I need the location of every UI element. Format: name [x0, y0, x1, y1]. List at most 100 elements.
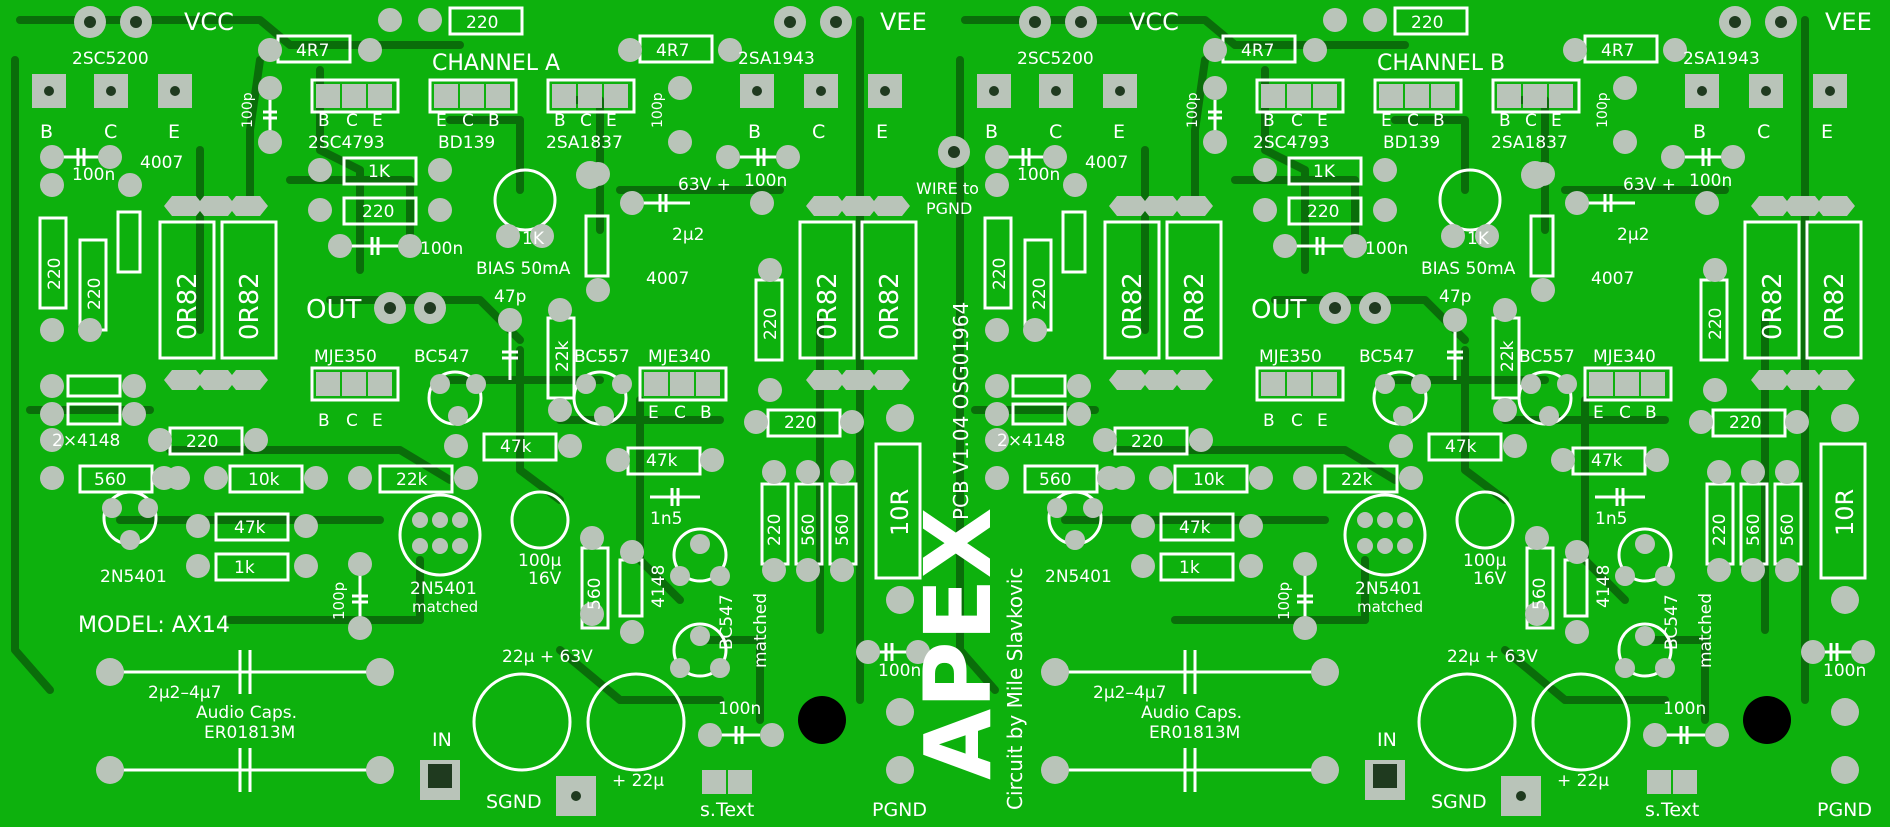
pin-e-drv: E — [1317, 111, 1328, 131]
label-matched-a: matched — [412, 598, 478, 616]
label-22u-a: 22μ + 63V — [1447, 647, 1538, 667]
channel-title: CHANNEL B — [1377, 51, 1505, 76]
label-4148: 4148 — [1594, 565, 1614, 608]
label-220-top-right: 220 — [784, 413, 816, 433]
label-bc547-a: BC547 — [1359, 347, 1415, 367]
pin-c-mje340: C — [1619, 403, 1631, 423]
label-2sc4793: 2SC4793 — [308, 133, 385, 153]
label-100p-b: 100p — [330, 582, 348, 620]
channel-b: VCC VEE CHANNEL B 2SC5200 2SA1943 220 4R… — [960, 6, 1875, 821]
label-0r82-b: 0R82 — [1180, 272, 1210, 340]
channel-a-labels: VCC VEE CHANNEL A 2SC5200 2SA1943 220 4R… — [40, 8, 927, 821]
label-560-v2: 560 — [1778, 514, 1798, 546]
pin-c-drv: C — [346, 111, 358, 131]
label-2sc5200: 2SC5200 — [72, 49, 149, 69]
pin-b-drvp: B — [554, 111, 566, 131]
pcb-version-text: PCB V1.04 OSG01964 — [949, 302, 973, 520]
label-2sa1837: 2SA1837 — [546, 133, 623, 153]
pin-b-right: B — [748, 121, 761, 143]
label-bc557: BC557 — [574, 347, 630, 367]
pin-e-mje340: E — [1593, 403, 1604, 423]
pin-e-drvp: E — [1551, 111, 1562, 131]
pin-c-drv: C — [1291, 111, 1303, 131]
label-4r7-a: 4R7 — [1241, 41, 1274, 61]
pin-e-right: E — [876, 121, 888, 143]
label-bias: BIAS 50mA — [476, 259, 571, 279]
pin-b-drv: B — [318, 111, 330, 131]
label-47k-b: 47k — [1591, 451, 1623, 471]
label-16v: 16V — [528, 569, 562, 589]
pin-c-left: C — [104, 121, 117, 143]
pin-c-vbe: C — [462, 111, 474, 131]
label-4007-b: 4007 — [1591, 269, 1634, 289]
label-4148: 4148 — [649, 565, 669, 608]
center-strip: WIRE to PGND PCB V1.04 OSG01964 Circuit … — [905, 136, 1027, 810]
label-2n5401-a: 2N5401 — [100, 567, 167, 587]
pin-c-vbe: C — [1407, 111, 1419, 131]
pin-b-drvp: B — [1499, 111, 1511, 131]
label-100p-c: 100p — [1595, 92, 1611, 128]
label-2u2-4u7: 2μ2–4μ7 — [148, 683, 221, 703]
label-matched-b: matched — [1696, 593, 1716, 668]
pin-c-right: C — [812, 121, 825, 143]
label-matched-a: matched — [1357, 598, 1423, 616]
pgnd-label: PGND — [872, 799, 927, 821]
label-100n-b: 100n — [1689, 171, 1732, 191]
pin-c-drvp: C — [580, 111, 592, 131]
pin-b-vbe: B — [488, 111, 500, 131]
label-220-l2: 220 — [85, 278, 105, 310]
label-0r82-a: 0R82 — [1118, 272, 1148, 340]
out-label: OUT — [1251, 295, 1306, 325]
label-bc557: BC557 — [1519, 347, 1575, 367]
label-4r7-b: 4R7 — [656, 41, 689, 61]
channel-a: VCC VEE CHANNEL A 2SC5200 2SA1943 220 4R… — [15, 6, 930, 821]
sgnd-label: SGND — [486, 791, 542, 813]
pin-c-mje350: C — [1291, 411, 1303, 431]
label-1k: 1K — [1313, 162, 1336, 182]
out-label: OUT — [306, 295, 361, 325]
channel-title: CHANNEL A — [432, 51, 560, 76]
label-560-v3: 560 — [1530, 578, 1550, 610]
label-bias: BIAS 50mA — [1421, 259, 1516, 279]
vcc-label: VCC — [1129, 8, 1179, 36]
label-560-h: 560 — [94, 470, 126, 490]
pin-e-vbe: E — [436, 111, 447, 131]
pin-b-mje340: B — [1645, 403, 1657, 423]
label-bc547-b: BC547 — [1662, 594, 1682, 650]
in-label: IN — [432, 729, 452, 751]
label-100n-e: 100n — [878, 661, 921, 681]
pin-c-right: C — [1757, 121, 1770, 143]
label-100n-c: 100n — [1365, 239, 1408, 259]
label-2sa1943: 2SA1943 — [738, 49, 815, 69]
label-1k: 1K — [368, 162, 391, 182]
label-0r82-d: 0R82 — [1820, 272, 1850, 340]
label-100u: 100μ — [518, 551, 561, 571]
label-2x4148: 2×4148 — [997, 431, 1065, 451]
label-4007-a: 4007 — [140, 153, 183, 173]
label-220-c: 220 — [186, 432, 218, 452]
label-2u2: 2μ2 — [672, 225, 704, 245]
label-2sa1943: 2SA1943 — [1683, 49, 1760, 69]
label-22k-v: 22k — [1498, 340, 1518, 372]
stext-label: s.Text — [700, 799, 754, 821]
label-er01813m: ER01813M — [1149, 723, 1240, 743]
pin-e-left: E — [1113, 121, 1125, 143]
label-220-v: 220 — [1710, 514, 1730, 546]
label-47p: 47p — [1439, 287, 1471, 307]
label-100n-e: 100n — [1823, 661, 1866, 681]
label-220-v: 220 — [765, 514, 785, 546]
channel-b-labels: VCC VEE CHANNEL B 2SC5200 2SA1943 220 4R… — [985, 8, 1872, 821]
pin-e-mje350: E — [372, 411, 383, 431]
credit-text: Circuit by Mile Slavkovic — [1003, 568, 1027, 811]
pin-c-left: C — [1049, 121, 1062, 143]
pin-e-right: E — [1821, 121, 1833, 143]
label-22u-a: 22μ + 63V — [502, 647, 593, 667]
label-1n5: 1n5 — [650, 509, 682, 529]
label-1n5: 1n5 — [1595, 509, 1627, 529]
label-220-l2: 220 — [1030, 278, 1050, 310]
pin-e-mje340: E — [648, 403, 659, 423]
label-100n-d: 100n — [718, 699, 761, 719]
label-10r: 10R — [886, 489, 914, 536]
label-560-v2: 560 — [833, 514, 853, 546]
